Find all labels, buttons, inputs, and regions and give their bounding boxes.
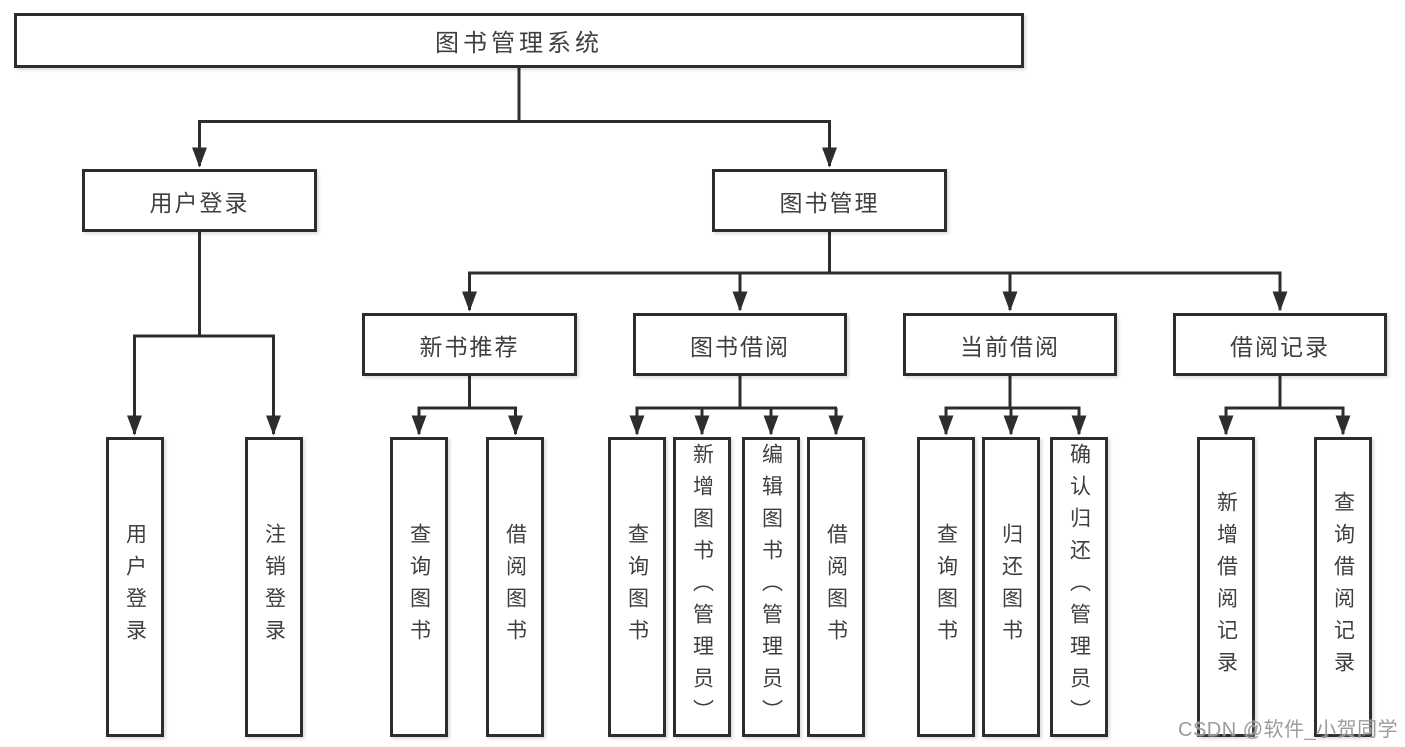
node-label: 查询图书: [934, 523, 958, 651]
leaf-bb-add-book-admin: 新增图书（管理员）: [673, 437, 731, 737]
node-label: 新增图书（管理员）: [690, 443, 714, 731]
node-label: 查询图书: [625, 523, 649, 651]
leaf-cb-confirm-return-admin: 确认归还（管理员）: [1050, 437, 1108, 737]
leaf-bb-edit-book-admin: 编辑图书（管理员）: [742, 437, 800, 737]
leaf-bb-query-books: 查询图书: [608, 437, 666, 737]
leaf-cb-query-books: 查询图书: [917, 437, 975, 737]
node-label: 当前借阅: [960, 333, 1060, 360]
node-label: 借阅记录: [1230, 333, 1330, 360]
node-label: 借阅图书: [503, 523, 527, 651]
node-label: 查询借阅记录: [1331, 491, 1355, 683]
node-book-management: 图书管理: [712, 169, 947, 232]
node-label: 借阅图书: [824, 523, 848, 651]
leaf-bb-borrow-books: 借阅图书: [807, 437, 865, 737]
node-current-borrowing: 当前借阅: [903, 313, 1117, 376]
node-label: 确认归还（管理员）: [1067, 443, 1091, 731]
node-library-management-system: 图书管理系统: [14, 13, 1024, 68]
node-label: 注销登录: [262, 523, 286, 651]
leaf-br-add-borrow-record: 新增借阅记录: [1197, 437, 1255, 737]
node-label: 用户登录: [123, 523, 147, 651]
leaf-logout: 注销登录: [245, 437, 303, 737]
node-label: 图书管理: [779, 189, 880, 216]
node-label: 图书管理系统: [435, 30, 603, 57]
leaf-br-query-borrow-record: 查询借阅记录: [1314, 437, 1372, 737]
node-borrowing-records: 借阅记录: [1173, 313, 1387, 376]
node-new-book-recommendation: 新书推荐: [362, 313, 577, 376]
csdn-watermark: CSDN @软件_小贺同学: [1178, 719, 1399, 741]
node-label: 查询图书: [407, 523, 431, 651]
node-book-borrowing: 图书借阅: [633, 313, 847, 376]
leaf-cb-return-books: 归还图书: [982, 437, 1040, 737]
node-label: 用户登录: [149, 189, 250, 216]
node-label: 编辑图书（管理员）: [759, 443, 783, 731]
node-label: 新书推荐: [419, 333, 520, 360]
node-label: 归还图书: [999, 523, 1023, 651]
leaf-nbr-query-books: 查询图书: [390, 437, 448, 737]
node-user-login: 用户登录: [82, 169, 317, 232]
node-label: 新增借阅记录: [1214, 491, 1238, 683]
node-label: 图书借阅: [690, 333, 790, 360]
leaf-user-login: 用户登录: [106, 437, 164, 737]
leaf-nbr-borrow-books: 借阅图书: [486, 437, 544, 737]
